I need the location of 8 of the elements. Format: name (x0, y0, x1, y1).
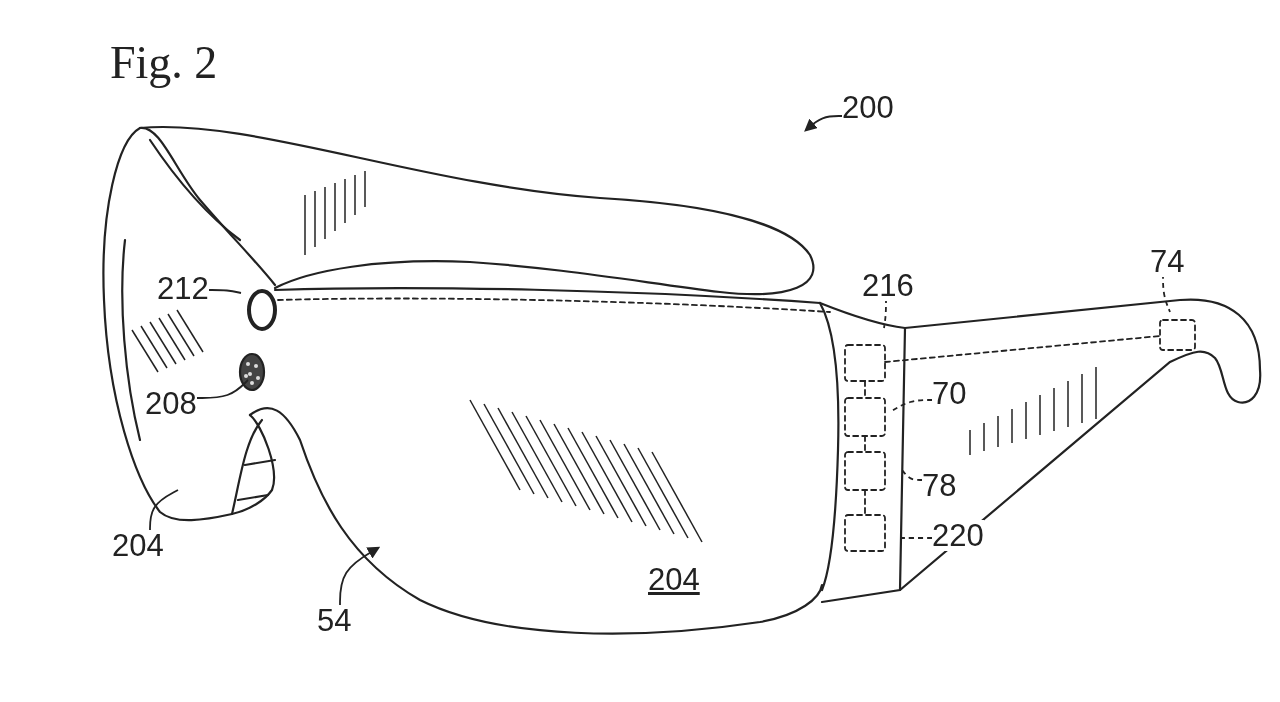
leader-line (898, 537, 933, 539)
leader-line (207, 289, 242, 294)
leader-line (195, 379, 249, 399)
reference-numeral: 204 (648, 564, 700, 595)
arrow (804, 115, 843, 132)
figure-title: Fig. 2 (110, 36, 218, 89)
reference-numeral: 220 (932, 520, 984, 551)
leader-line (901, 469, 923, 481)
